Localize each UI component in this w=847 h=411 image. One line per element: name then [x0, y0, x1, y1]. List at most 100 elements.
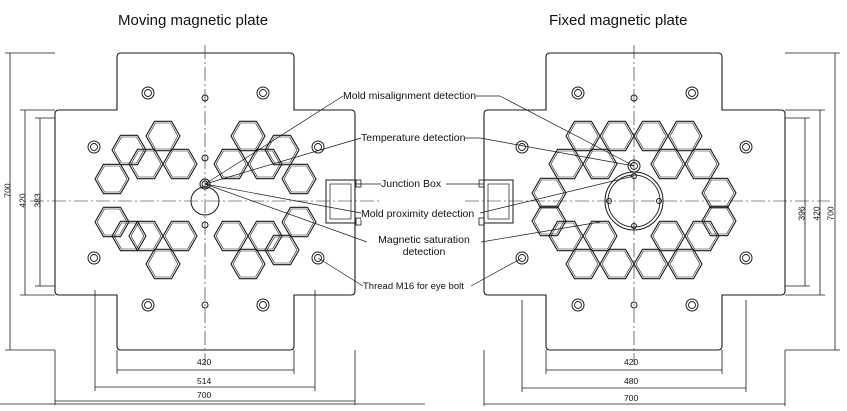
bolt-hole-inner	[574, 301, 582, 309]
moving-plate-hexagon-inner	[249, 150, 281, 178]
connector	[478, 217, 485, 226]
bolt-hole	[685, 86, 699, 100]
moving-plate-hexagon-inner	[96, 165, 128, 193]
moving-plate-hexagon	[128, 220, 164, 252]
dimension-lines	[0, 52, 840, 406]
bolt-hole-inner	[259, 301, 267, 309]
leader-line	[479, 137, 635, 167]
bolt-hole-inner	[742, 143, 750, 151]
bolt-hole-inner	[144, 89, 152, 97]
moving-plate-hexagon	[230, 120, 266, 152]
moving-plate-hexagon	[230, 248, 266, 280]
bolt-hole-inner	[90, 143, 98, 151]
moving-plate-hexagon	[111, 134, 147, 166]
moving-plate-hexagon-inner	[96, 208, 128, 236]
bolt-hole	[515, 251, 529, 265]
fixed-plate-hexagon-inner	[567, 122, 599, 150]
leader-line	[499, 95, 635, 167]
bolt-hole-inner	[518, 143, 526, 151]
moving-plate-hexagon	[247, 220, 283, 252]
center-bolt	[630, 301, 638, 309]
left-dim-383-vertical: 383	[32, 193, 43, 208]
fixed-plate-title: Fixed magnetic plate	[549, 12, 688, 29]
bolt-hole	[256, 86, 270, 100]
moving-plate-hexagon	[264, 234, 300, 266]
junction-box-left	[325, 179, 356, 224]
bolt-hole	[141, 86, 155, 100]
fixed-plate-hexagon	[548, 220, 584, 252]
bolt-hole	[739, 251, 753, 265]
fixed-plate-hexagon-inner	[584, 150, 616, 178]
bolt-hole-inner	[688, 89, 696, 97]
saturation-label: Magnetic saturation detection	[367, 234, 481, 258]
fixed-plate-hexagon	[633, 248, 669, 280]
fixed-plate-hexagon-inner	[550, 150, 582, 178]
bolt-hole-inner	[144, 301, 152, 309]
fixed-plate-hexagon	[531, 205, 567, 237]
moving-plate-hexagon	[128, 148, 164, 180]
moving-plate-hexagon	[264, 134, 300, 166]
bolt-hole-inner	[314, 143, 322, 151]
bolt-hole-inner	[742, 254, 750, 262]
junction-box-right-inner	[487, 183, 510, 220]
junction-box-right	[483, 179, 514, 224]
moving-plate-hexagon-inner	[130, 150, 162, 178]
connector	[355, 217, 362, 226]
fixed-plate-hexagon-inner	[601, 250, 633, 278]
moving-plate-hexagon-inner	[249, 222, 281, 250]
bolt-hole	[571, 298, 585, 312]
moving-plate-hexagon-inner	[164, 150, 196, 178]
moving-plate-outline	[54, 52, 356, 351]
leader-line	[204, 183, 368, 243]
bolt-hole	[311, 140, 325, 154]
moving-plate-hexagon	[162, 220, 198, 252]
moving-plate-hexagon-inner	[283, 165, 315, 193]
saturation-label-line2: detection	[402, 246, 446, 258]
moving-plate-hexagon	[281, 163, 317, 195]
fixed-plate-outline	[483, 52, 786, 351]
fixed-plate-hexagon	[565, 248, 601, 280]
fixed-plate-border	[483, 52, 786, 351]
fixed-plate-hexagon-inner	[550, 222, 582, 250]
moving-plate-hexagon-inner	[130, 222, 162, 250]
fixed-plate-hexagon	[650, 148, 686, 180]
fixed-plate-hexagon	[667, 248, 703, 280]
moving-plate-hexagon-inner	[113, 136, 145, 164]
moving-plate-title: Moving magnetic plate	[118, 12, 269, 29]
right-dim-396-vertical: 396	[796, 206, 807, 221]
moving-plate-hexagon-inner	[283, 208, 315, 236]
bolt-hole	[256, 298, 270, 312]
proximity-label: Mold proximity detection	[361, 208, 475, 220]
right-dim-700-vertical: 700	[825, 206, 836, 221]
fixed-plate-hexagon	[701, 205, 737, 237]
moving-plate-hexagon	[247, 148, 283, 180]
bolt-hole	[685, 298, 699, 312]
moving-plate-hexagon-inner	[266, 236, 298, 264]
fixed-plate-hexagon	[599, 120, 635, 152]
bolt-hole	[311, 251, 325, 265]
moving-plate-hex-pattern	[94, 120, 317, 280]
fixed-plate-hexagon	[531, 177, 567, 209]
fixed-plate-hexagon	[565, 120, 601, 152]
moving-plate-hexagon	[213, 148, 249, 180]
leader-line	[317, 257, 364, 287]
junction-box-left-inner	[329, 183, 352, 220]
fixed-plate-hexagon-inner	[601, 122, 633, 150]
fixed-plate-hexagon	[684, 148, 720, 180]
moving-plate-hexagon-inner	[266, 136, 298, 164]
moving-plate-hexagon-inner	[147, 122, 179, 150]
moving-plate-hexagon	[145, 120, 181, 152]
center-bolt	[201, 301, 209, 309]
junction-box-shapes	[325, 179, 514, 226]
fixed-plate-hexagon-inner	[669, 250, 701, 278]
left-dim-514-horizontal: 514	[197, 376, 212, 386]
bolt-hole	[515, 140, 529, 154]
right-dim-420-vertical: 420	[811, 206, 822, 221]
fixed-plate-hexagon	[599, 248, 635, 280]
moving-plate-hexagon	[94, 206, 130, 238]
temperature-label: Temperature detection	[361, 132, 466, 144]
bolt-hole-inner	[259, 89, 267, 97]
bolt-hole-inner	[688, 301, 696, 309]
